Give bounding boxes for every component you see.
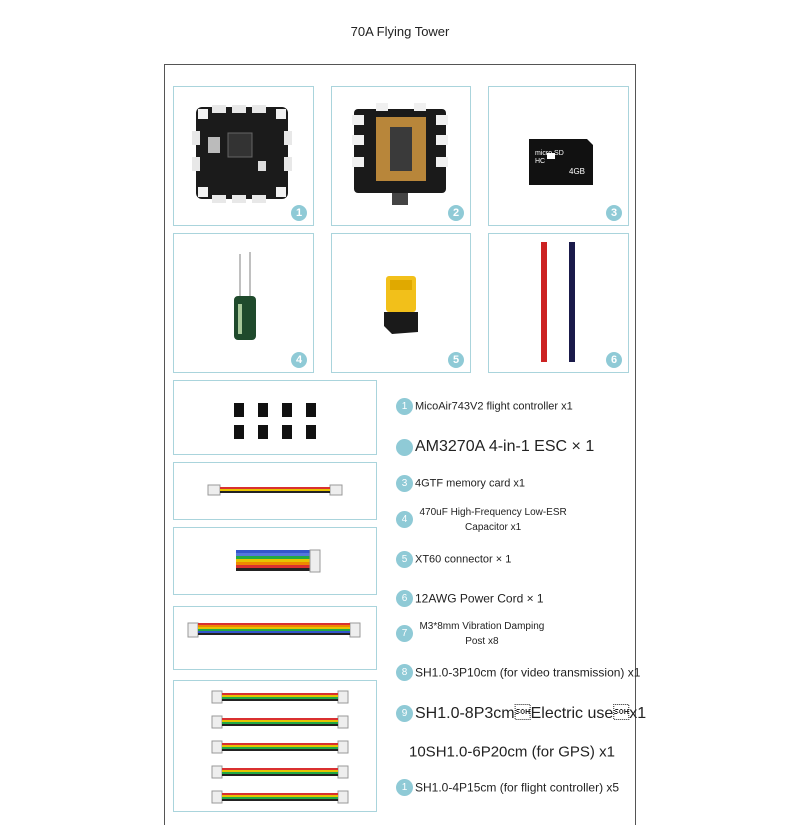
image-cable-6p xyxy=(173,606,377,670)
image-cable-3p xyxy=(173,462,377,520)
capacitor-icon xyxy=(234,252,256,340)
item-number: 6 xyxy=(396,590,413,607)
memory-card-capacity: 4GB xyxy=(569,167,586,176)
item-number: 4 xyxy=(396,511,413,528)
item-number: 5 xyxy=(396,551,413,568)
item-text: AM3270A 4-in-1 ESC × 1 xyxy=(415,438,595,455)
memory-card-brand: micro SD HC xyxy=(535,150,564,165)
list-item: 10SH1.0-6P20cm (for GPS) x1 xyxy=(409,743,615,761)
item-number: 1 xyxy=(396,779,413,796)
content-frame xyxy=(164,64,636,825)
item-text: XT60 connector × 1 xyxy=(415,553,512,566)
cable-6p-icon xyxy=(187,622,361,638)
item-number: 9 xyxy=(396,705,413,722)
item-number: 3 xyxy=(396,475,413,492)
xt60-connector-icon xyxy=(384,276,418,334)
power-cord-icon xyxy=(541,242,575,362)
item-text: M3*8mm Vibration Damping xyxy=(419,621,545,632)
image-power-cord: 6 xyxy=(488,233,629,373)
image-badge-2: 2 xyxy=(448,205,464,221)
image-esc: 2 xyxy=(331,86,471,226)
image-badge-5: 5 xyxy=(448,352,464,368)
list-item: AM3270A 4-in-1 ESC × 1 xyxy=(396,438,594,456)
page-title: 70A Flying Tower xyxy=(350,24,450,39)
cable-4p-set-icon xyxy=(211,690,349,804)
item-text: SH1.0-4P15cm (for flight controller) x5 xyxy=(415,780,620,795)
image-cable-8p-short xyxy=(173,527,377,595)
item-text: 10SH1.0-6P20cm (for GPS) x1 xyxy=(409,743,615,761)
damping-post-icon xyxy=(234,403,316,439)
image-badge-4: 4 xyxy=(291,352,307,368)
list-item: 4 470uF High-Frequency Low-ESR Capacitor… xyxy=(396,505,567,535)
cable-3p-icon xyxy=(207,484,343,496)
item-text-line2: Capacitor x1 xyxy=(465,522,522,533)
item-text: SH1.0-3P10cm (for video transmission) x1 xyxy=(415,665,641,680)
esc-icon xyxy=(352,103,448,205)
item-number: 1 xyxy=(396,398,413,415)
image-damping-posts xyxy=(173,380,377,455)
item-text: 4GTF memory card x1 xyxy=(415,477,526,490)
image-xt60: 5 xyxy=(331,233,471,373)
item-text: SH1.0-8P3cmElectric usex1 xyxy=(415,705,647,722)
item-number xyxy=(396,438,413,456)
item-text-line2: Post x8 xyxy=(465,636,499,647)
image-capacitor: 4 xyxy=(173,233,314,373)
item-text: 470uF High-Frequency Low-ESR xyxy=(419,507,567,518)
image-badge-1: 1 xyxy=(291,205,307,221)
image-flight-controller: 1 xyxy=(173,86,314,226)
image-cable-4p-set xyxy=(173,680,377,812)
image-memory-card: micro SD HC 4GB 3 xyxy=(488,86,629,226)
image-badge-3: 3 xyxy=(606,205,622,221)
item-number: 8 xyxy=(396,664,413,681)
flight-controller-icon xyxy=(192,105,292,203)
memory-card-icon xyxy=(529,139,593,185)
list-item: 7 M3*8mm Vibration Damping Post x8 xyxy=(396,619,544,649)
item-text: MicoAir743V2 flight controller x1 xyxy=(415,400,573,413)
item-text: 12AWG Power Cord × 1 xyxy=(415,591,544,606)
cable-8p-short-icon xyxy=(236,549,321,573)
item-number: 7 xyxy=(396,625,413,642)
image-badge-6: 6 xyxy=(606,352,622,368)
